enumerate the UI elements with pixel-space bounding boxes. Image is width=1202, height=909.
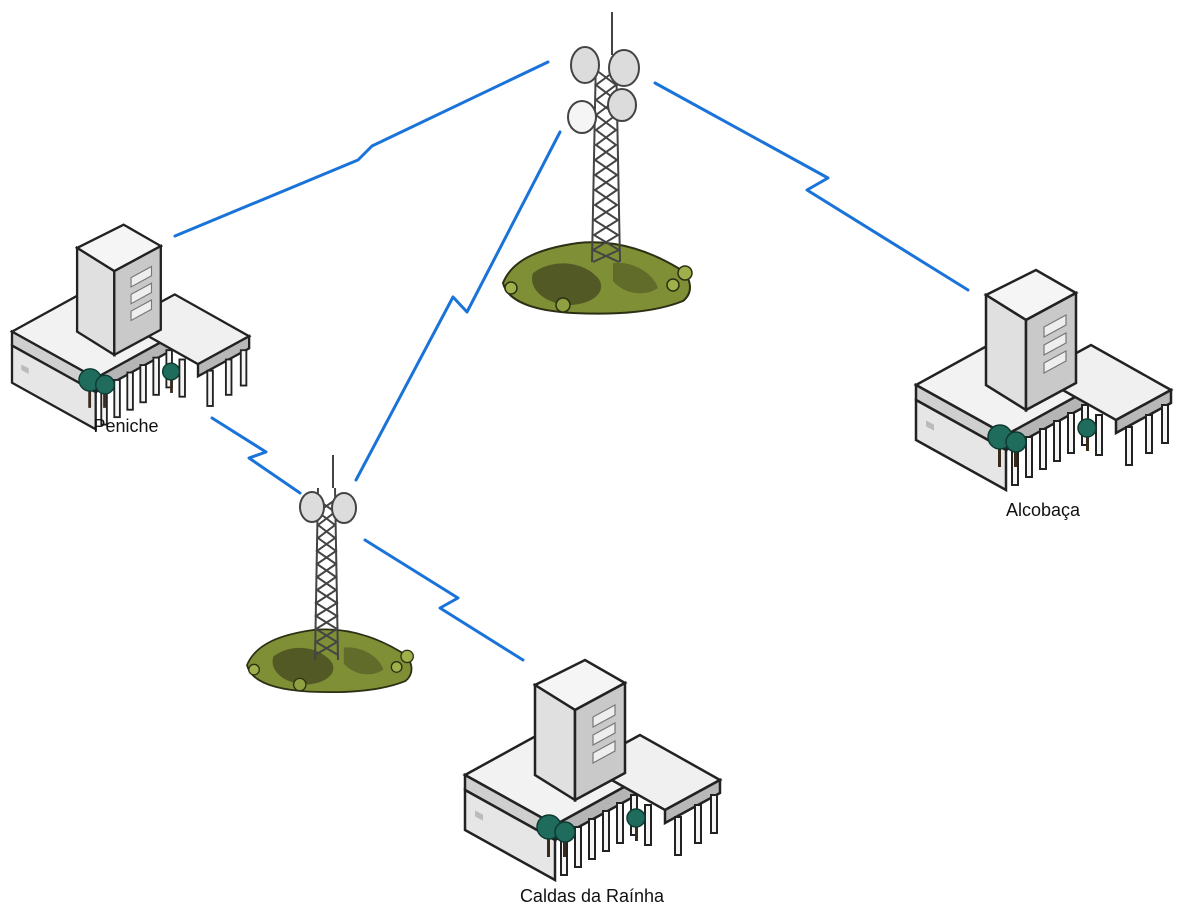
site-alcobaca: Alcobaça: [914, 268, 1173, 520]
link-tower1-peniche: [173, 60, 550, 238]
building-icon: [10, 223, 251, 431]
antenna-dish-icon: [299, 491, 357, 524]
site-label: Alcobaça: [1006, 500, 1081, 520]
site-caldas: Caldas da Raínha: [463, 658, 722, 906]
radio-tower-relay: [246, 455, 415, 694]
site-peniche: Peniche: [10, 223, 251, 436]
site-label: Caldas da Raínha: [520, 886, 665, 906]
link-peniche-tower2: [210, 416, 302, 495]
radio-tower-main: [502, 12, 693, 315]
link-tower2-caldas: [363, 538, 525, 662]
wireless-links: [173, 60, 970, 662]
antenna-dish-icon: [567, 46, 640, 134]
site-label: Peniche: [93, 416, 158, 436]
building-icon: [914, 268, 1173, 492]
link-tower1-tower2: [354, 130, 562, 482]
building-icon: [463, 658, 722, 882]
link-tower1-alcobaca: [653, 81, 970, 292]
